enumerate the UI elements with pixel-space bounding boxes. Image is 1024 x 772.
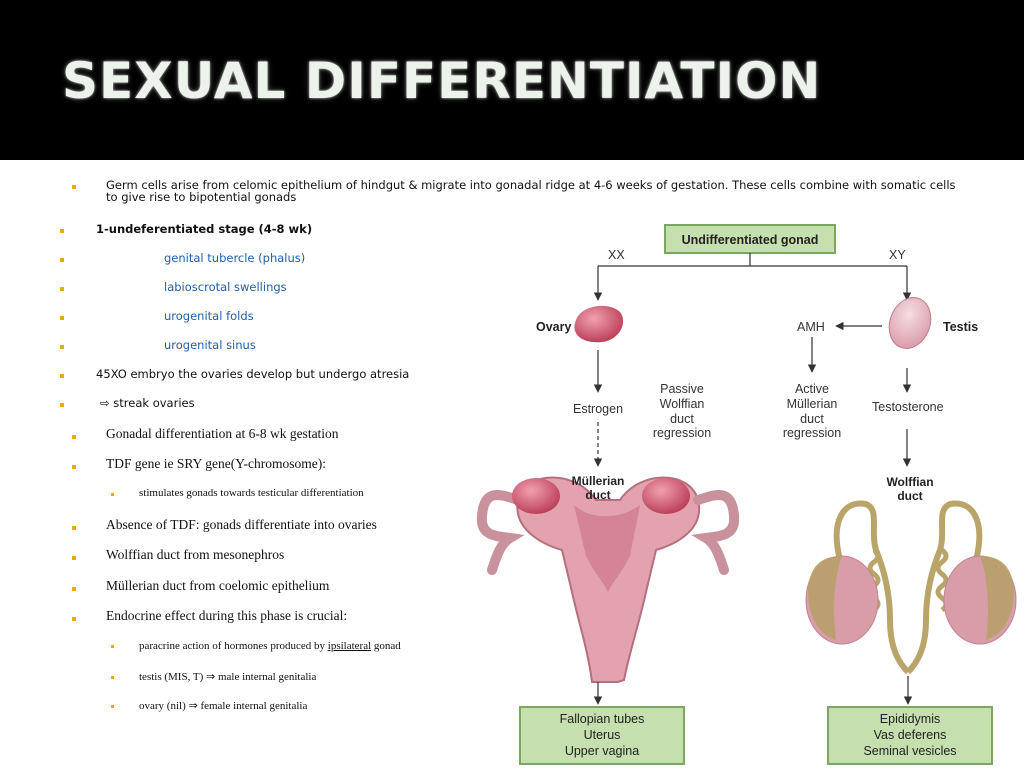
wolffian-label-1: Wolffian — [886, 475, 933, 489]
bullet-marker — [72, 617, 76, 621]
bullet-marker — [60, 345, 64, 349]
bullet-marker — [60, 316, 64, 320]
bullet-urogenital-folds: urogenital folds — [164, 309, 254, 323]
bullet-marker — [72, 587, 76, 591]
ipsilateral-term: ipsilateral — [327, 640, 372, 652]
male-outcome-box — [827, 706, 993, 765]
bullet-mullerian-duct: Müllerian duct from coelomic epithelium — [106, 578, 330, 593]
amh-label: AMH — [797, 320, 825, 334]
active-line-1: Active — [795, 382, 829, 396]
slide-title: SEXUAL DIFFERENTIATION — [62, 52, 822, 110]
bullet-marker — [60, 229, 64, 233]
ovary-label: Ovary — [536, 320, 571, 334]
wolffian-label-2: duct — [897, 489, 922, 503]
bullet-absence-tdf: Absence of TDF: gonads differentiate int… — [106, 517, 377, 532]
bullet-marker — [60, 403, 64, 407]
paracrine-text: paracrine action of hormones produced by — [139, 640, 328, 652]
female-outcome-3: Upper vagina — [565, 744, 639, 758]
left-ovary-shape — [512, 478, 560, 514]
bullet-marker — [111, 705, 114, 708]
sexual-differentiation-figure: Undifferentiated gonad XX XY Ovary Testi… — [470, 220, 1024, 772]
bullet-streak-ovaries: ⇨ streak ovaries — [100, 396, 195, 410]
active-line-2: Müllerian — [787, 397, 838, 411]
bullet-paracrine-action: paracrine action of hormones produced by… — [139, 640, 401, 652]
testis-label: Testis — [943, 320, 978, 334]
bullet-ovary-female: ovary (nil) ⇒ female internal genitalia — [139, 700, 308, 712]
testosterone-label: Testosterone — [872, 400, 944, 414]
bullet-testis-male: testis (MIS, T) ⇒ male internal genitali… — [139, 671, 317, 683]
undifferentiated-gonad-label: Undifferentiated gonad — [682, 233, 819, 247]
bullet-marker — [72, 185, 76, 189]
male-outcome-2: Vas deferens — [874, 728, 947, 742]
title-banner: SEXUAL DIFFERENTIATION — [0, 0, 1024, 160]
passive-line-1: Passive — [660, 382, 704, 396]
bullet-marker — [72, 465, 76, 469]
female-outcome-1: Fallopian tubes — [560, 712, 645, 726]
xx-label: XX — [608, 248, 625, 262]
passive-line-4: regression — [653, 426, 711, 440]
passive-line-3: duct — [670, 412, 694, 426]
bullet-marker — [111, 676, 114, 679]
right-ovary-shape — [642, 478, 690, 514]
paracrine-text-end: gonad — [371, 640, 401, 652]
bullet-endocrine-effect: Endocrine effect during this phase is cr… — [106, 608, 348, 623]
bullet-stimulates-gonads: stimulates gonads towards testicular dif… — [139, 487, 364, 499]
bullet-wolffian-duct: Wolffian duct from mesonephros — [106, 547, 285, 562]
ovary-shape — [574, 305, 624, 343]
female-outcome-2: Uterus — [584, 728, 621, 742]
bullet-marker — [60, 287, 64, 291]
bullet-marker — [72, 526, 76, 530]
testis-shape — [888, 297, 932, 349]
bullet-45xo: 45XO embryo the ovaries develop but unde… — [96, 367, 410, 381]
mullerian-label-2: duct — [585, 488, 610, 502]
male-outcome-3: Seminal vesicles — [863, 744, 956, 758]
bullet-marker — [60, 258, 64, 262]
bullet-gonadal-differentiation: Gonadal differentiation at 6-8 wk gestat… — [106, 426, 339, 441]
xy-label: XY — [889, 248, 906, 262]
male-tract-illustration — [805, 500, 1017, 675]
bullet-stage1: 1-undeferentiated stage (4-8 wk) — [96, 222, 313, 236]
bullet-marker — [72, 556, 76, 560]
bullet-marker — [111, 493, 114, 496]
active-line-3: duct — [800, 412, 824, 426]
passive-line-2: Wolffian — [660, 397, 705, 411]
female-outcome-box — [519, 706, 685, 765]
bullet-labioscrotal: labioscrotal swellings — [164, 280, 287, 294]
estrogen-label: Estrogen — [573, 402, 623, 416]
bullet-marker — [72, 435, 76, 439]
active-line-4: regression — [783, 426, 841, 440]
intro-text: Germ cells arise from celomic epithelium… — [106, 178, 956, 204]
mullerian-label-1: Müllerian — [572, 474, 625, 488]
bullet-genital-tubercle: genital tubercle (phalus) — [164, 251, 306, 265]
bullet-urogenital-sinus: urogenital sinus — [164, 338, 256, 352]
bullet-tdf-gene: TDF gene ie SRY gene(Y-chromosome): — [106, 456, 326, 471]
bullet-marker — [111, 645, 114, 648]
male-outcome-1: Epididymis — [880, 712, 940, 726]
bullet-marker — [60, 374, 64, 378]
